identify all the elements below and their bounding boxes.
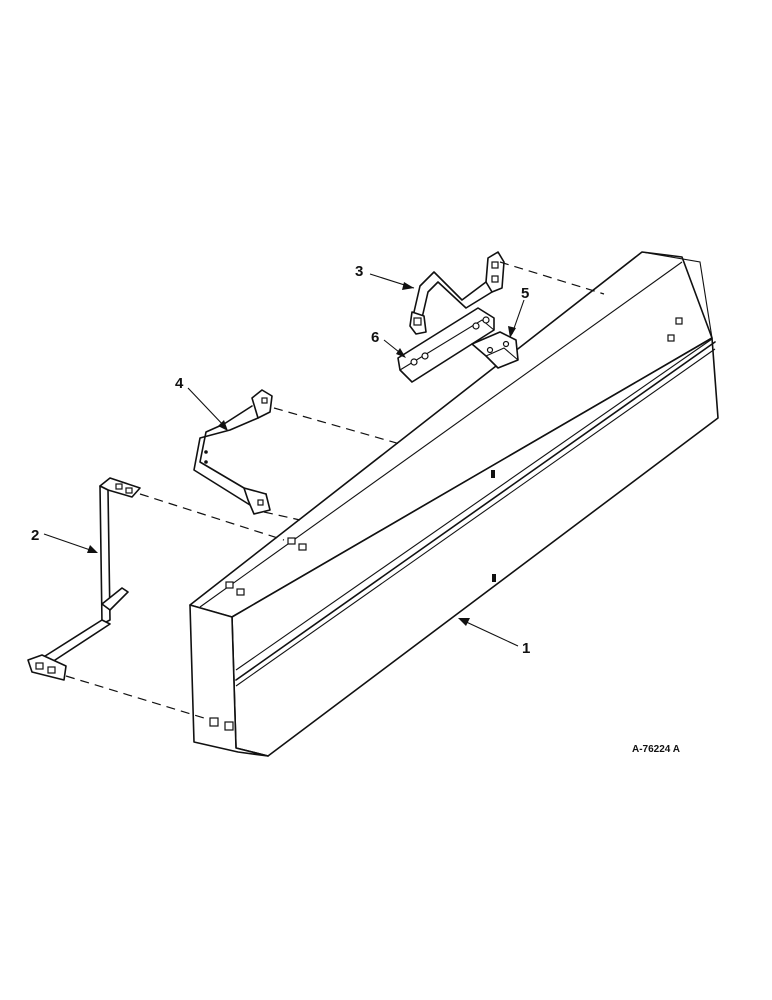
part-2-bracket: [27, 477, 141, 681]
bracket-2-hole-d: [47, 666, 56, 674]
arrowhead-4: [218, 420, 228, 431]
housing-right-hole-b: [667, 334, 675, 342]
part-1-housing: [189, 251, 719, 757]
alignment-lines: [65, 261, 605, 719]
bracket-4-arm-inner: [199, 405, 253, 489]
dash-line-3: [499, 261, 605, 295]
leader-2: [43, 533, 97, 553]
housing-hole-b: [236, 588, 245, 596]
bracket-4-rivet-a: [204, 450, 208, 454]
housing-hole-c: [287, 537, 296, 545]
callout-5: 5: [521, 285, 529, 302]
part-6-angle: [397, 307, 495, 383]
dash-line-4b: [263, 511, 301, 521]
bracket-2-vertical-bar: [99, 485, 111, 625]
angle-6-hole-b: [421, 352, 429, 360]
housing-end-corner: [231, 616, 237, 749]
callout-4: 4: [175, 375, 184, 392]
bracket-4-foot: [243, 487, 271, 515]
dash-line-4: [273, 407, 401, 445]
drawing-number: A-76224 A: [632, 744, 680, 755]
housing-groove-top: [235, 338, 713, 671]
dash-line-2-foot: [65, 675, 205, 719]
callout-3: 3: [355, 263, 363, 280]
housing-hole-a: [225, 581, 234, 589]
arrowhead-3: [402, 282, 414, 290]
bracket-2-lower-arm: [41, 619, 111, 663]
arrowhead-2: [87, 545, 98, 553]
bracket-2-side-tab: [101, 587, 129, 611]
leader-4: [187, 387, 227, 429]
housing-groove-upper: [235, 341, 716, 681]
callout-1: 1: [522, 640, 530, 657]
bracket-3-hole-a: [491, 261, 499, 269]
dash-line-2-top: [139, 493, 285, 541]
bracket-2-hole-b: [125, 487, 133, 494]
bracket-3-arm-inner: [421, 281, 493, 319]
bracket-3-hole-b: [491, 275, 499, 283]
part-5-angle: [471, 331, 519, 369]
callout-6: 6: [371, 329, 379, 346]
housing-groove-lower: [235, 348, 716, 687]
angle-6-hole-a: [410, 358, 418, 366]
bracket-3-arm: [413, 271, 487, 313]
leader-arrows: [43, 273, 525, 647]
arrowhead-6: [396, 348, 406, 358]
bracket-4-hole-foot: [257, 499, 264, 506]
angle-6-hole-c: [472, 322, 480, 330]
callout-2: 2: [31, 527, 39, 544]
arrowhead-5: [508, 326, 516, 338]
angle-5-fold: [485, 347, 519, 361]
bracket-2-hole-a: [115, 483, 123, 490]
housing-far-edge: [641, 251, 713, 339]
bracket-3-top-tab: [485, 251, 505, 293]
housing-top-inner-edge: [199, 261, 683, 608]
angle-6-hole-d: [482, 316, 490, 324]
housing-end-hole-a: [209, 717, 219, 727]
arrowhead-1: [458, 618, 470, 626]
bracket-2-foot: [27, 654, 67, 681]
bracket-4-rivet-b: [204, 460, 208, 464]
bracket-4-top-tab: [251, 389, 273, 419]
angle-5-hole-a: [486, 346, 494, 354]
part-3-bracket: [409, 251, 505, 335]
bracket-4-hole-top: [261, 397, 268, 404]
bracket-3-hole-foot: [413, 317, 422, 326]
housing-slot-upper: [491, 470, 495, 478]
housing-hole-d: [298, 543, 307, 551]
housing-slot-lower: [492, 574, 496, 582]
housing-end-hole-b: [224, 721, 234, 731]
housing-right-hole-a: [675, 317, 683, 325]
part-4-bracket: [193, 389, 273, 515]
angle-5-hole-b: [502, 340, 510, 348]
leader-1: [461, 619, 519, 647]
bracket-2-hole-c: [35, 662, 44, 670]
